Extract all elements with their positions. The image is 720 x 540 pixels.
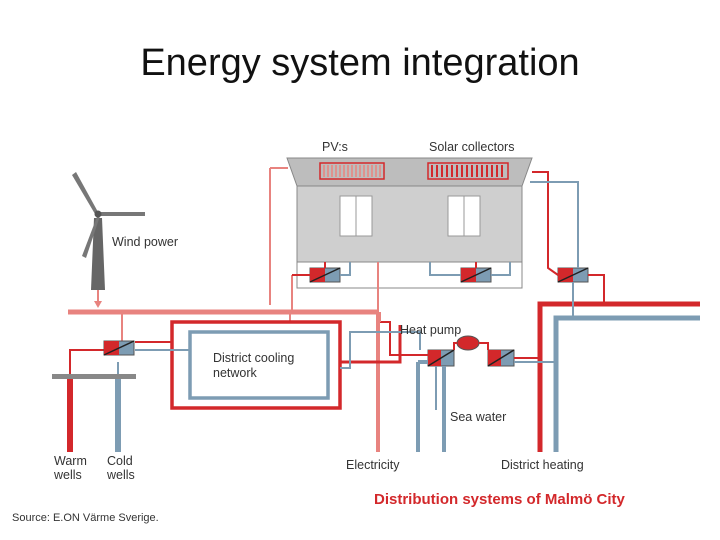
heat-exchanger-solar: [557, 267, 589, 283]
district-heating-network: [537, 274, 700, 452]
heat-pump-label: Heat pump: [400, 323, 461, 337]
solar-collectors-label: Solar collectors: [429, 140, 514, 154]
warm-wells-label-line2: wells: [53, 468, 82, 482]
solar-collector-stripes: [431, 165, 503, 177]
heat-pump-icon: [456, 335, 480, 351]
pv-panel-stripes: [323, 165, 381, 177]
district-heating-label: District heating: [501, 458, 584, 472]
warm-wells-label-line1: Warm: [54, 454, 87, 468]
source-caption: Source: E.ON Värme Sverige.: [12, 512, 159, 524]
heat-exchanger-heat-pump-right: [487, 349, 515, 367]
pv-label: PV:s: [322, 140, 348, 154]
wind-turbine-icon: [72, 172, 145, 290]
building-piping: [292, 171, 579, 276]
sea-water-label: Sea water: [450, 410, 506, 424]
distribution-systems-caption: Distribution systems of Malmö City: [374, 491, 626, 508]
district-cooling-label-line2: network: [213, 366, 258, 380]
cold-wells-label-line1: Cold: [107, 454, 133, 468]
building: [286, 157, 533, 289]
pv-panel: [319, 162, 385, 180]
slide-title: Energy system integration: [140, 42, 580, 84]
electricity-label: Electricity: [346, 458, 400, 472]
heat-exchanger-wells: [103, 340, 135, 356]
heat-exchanger-building-left: [309, 267, 341, 283]
district-cooling-label-line1: District cooling: [213, 351, 294, 365]
district-cooling-box-inner: [188, 330, 330, 400]
district-cooling-box-outer: [170, 320, 342, 410]
wells: [52, 341, 190, 452]
heat-exchanger-building-right: [460, 267, 492, 283]
building-body: [296, 185, 523, 263]
heat-pump-piping: [340, 312, 556, 452]
cold-wells-label-line2: wells: [106, 468, 135, 482]
wind-power-label: Wind power: [112, 235, 178, 249]
wells-top: [52, 374, 136, 379]
solar-collector-panel: [427, 162, 509, 180]
electricity-network: [68, 167, 380, 452]
heat-exchanger-heat-pump-left: [427, 349, 455, 367]
